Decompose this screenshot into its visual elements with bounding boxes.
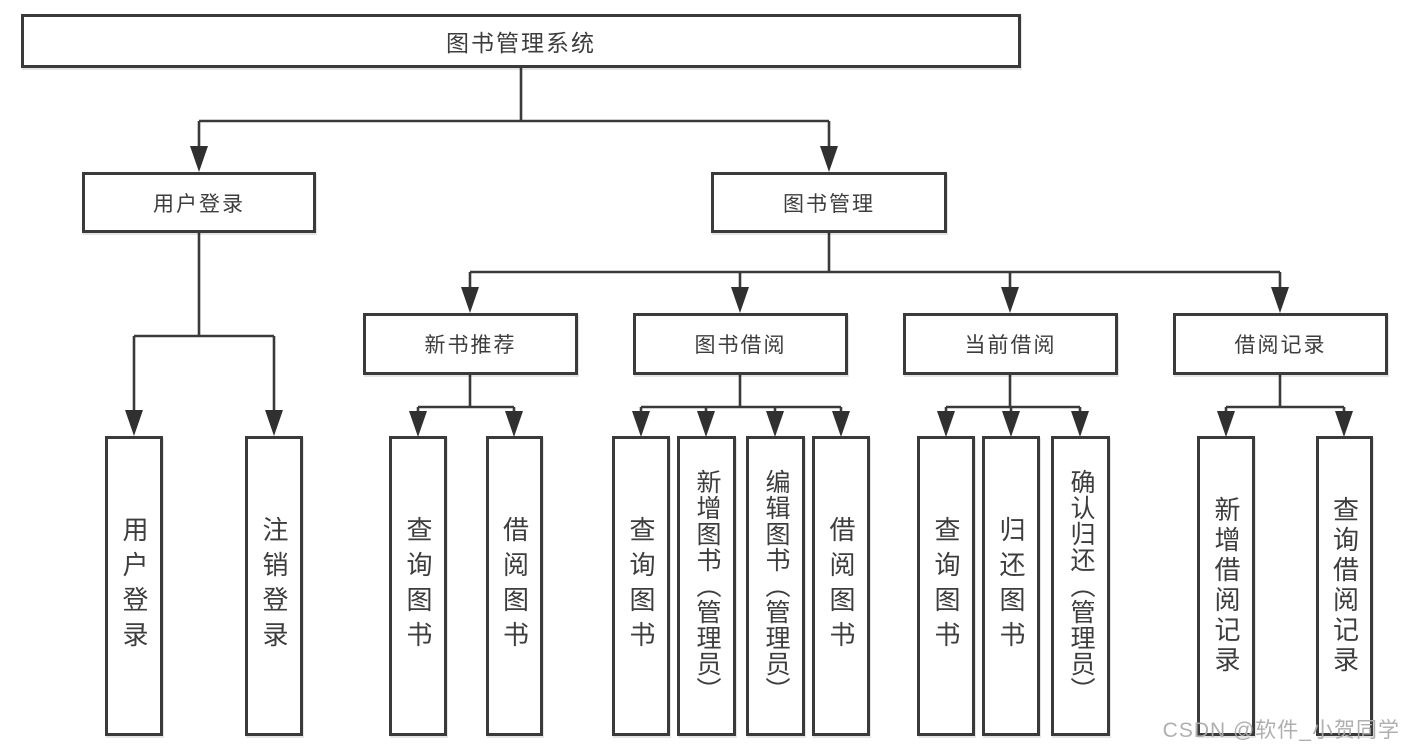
node-library-management-system: 图书管理系统 bbox=[21, 14, 1021, 68]
node-label: 借阅图书 bbox=[826, 516, 856, 656]
node-label: 注销登录 bbox=[259, 516, 289, 656]
leaf-borrow-books: 借阅图书 bbox=[812, 436, 870, 736]
leaf-query-books-borrow: 查询图书 bbox=[612, 436, 670, 736]
node-book-management: 图书管理 bbox=[711, 172, 947, 233]
arrowheads bbox=[125, 146, 1353, 437]
leaf-confirm-return-admin: 确认归还（管理员） bbox=[1051, 436, 1110, 736]
node-label: 借阅记录 bbox=[1234, 334, 1327, 357]
node-borrowing-records: 借阅记录 bbox=[1173, 313, 1388, 375]
node-label: 用户登录 bbox=[153, 192, 245, 216]
leaf-add-book-admin: 新增图书（管理员） bbox=[677, 436, 736, 736]
leaf-borrow-books-recommend: 借阅图书 bbox=[486, 436, 543, 736]
node-book-borrowing: 图书借阅 bbox=[633, 313, 848, 375]
leaf-logout: 注销登录 bbox=[245, 436, 303, 736]
node-label: 图书管理系统 bbox=[446, 30, 596, 56]
leaf-add-borrow-record: 新增借阅记录 bbox=[1197, 436, 1255, 736]
leaf-query-books-current: 查询图书 bbox=[917, 436, 975, 736]
leaf-edit-book-admin: 编辑图书（管理员） bbox=[746, 436, 805, 736]
leaf-query-borrow-record: 查询借阅记录 bbox=[1316, 436, 1373, 736]
node-label: 确认归还（管理员） bbox=[1067, 469, 1095, 703]
node-label: 借阅图书 bbox=[499, 516, 530, 656]
node-label: 图书借阅 bbox=[694, 334, 787, 357]
node-label: 新增借阅记录 bbox=[1211, 496, 1241, 676]
node-label: 查询借阅记录 bbox=[1329, 496, 1360, 676]
node-new-book-recommendation: 新书推荐 bbox=[363, 313, 578, 375]
leaf-query-books-recommend: 查询图书 bbox=[389, 436, 447, 736]
node-label: 查询图书 bbox=[931, 516, 961, 656]
node-label: 用户登录 bbox=[119, 516, 149, 656]
node-label: 图书管理 bbox=[783, 192, 875, 216]
node-label: 新书推荐 bbox=[424, 334, 517, 357]
node-label: 查询图书 bbox=[626, 516, 656, 656]
node-current-borrowing: 当前借阅 bbox=[903, 313, 1118, 375]
leaf-return-book: 归还图书 bbox=[982, 436, 1040, 736]
node-label: 新增图书（管理员） bbox=[693, 469, 721, 703]
leaf-user-login: 用户登录 bbox=[105, 436, 163, 736]
csdn-watermark: CSDN @软件_小贺同学 bbox=[1162, 719, 1400, 742]
node-user-login: 用户登录 bbox=[82, 172, 316, 233]
node-label: 编辑图书（管理员） bbox=[762, 469, 790, 703]
node-label: 当前借阅 bbox=[964, 334, 1057, 357]
node-label: 查询图书 bbox=[403, 516, 433, 656]
node-label: 归还图书 bbox=[996, 516, 1026, 656]
